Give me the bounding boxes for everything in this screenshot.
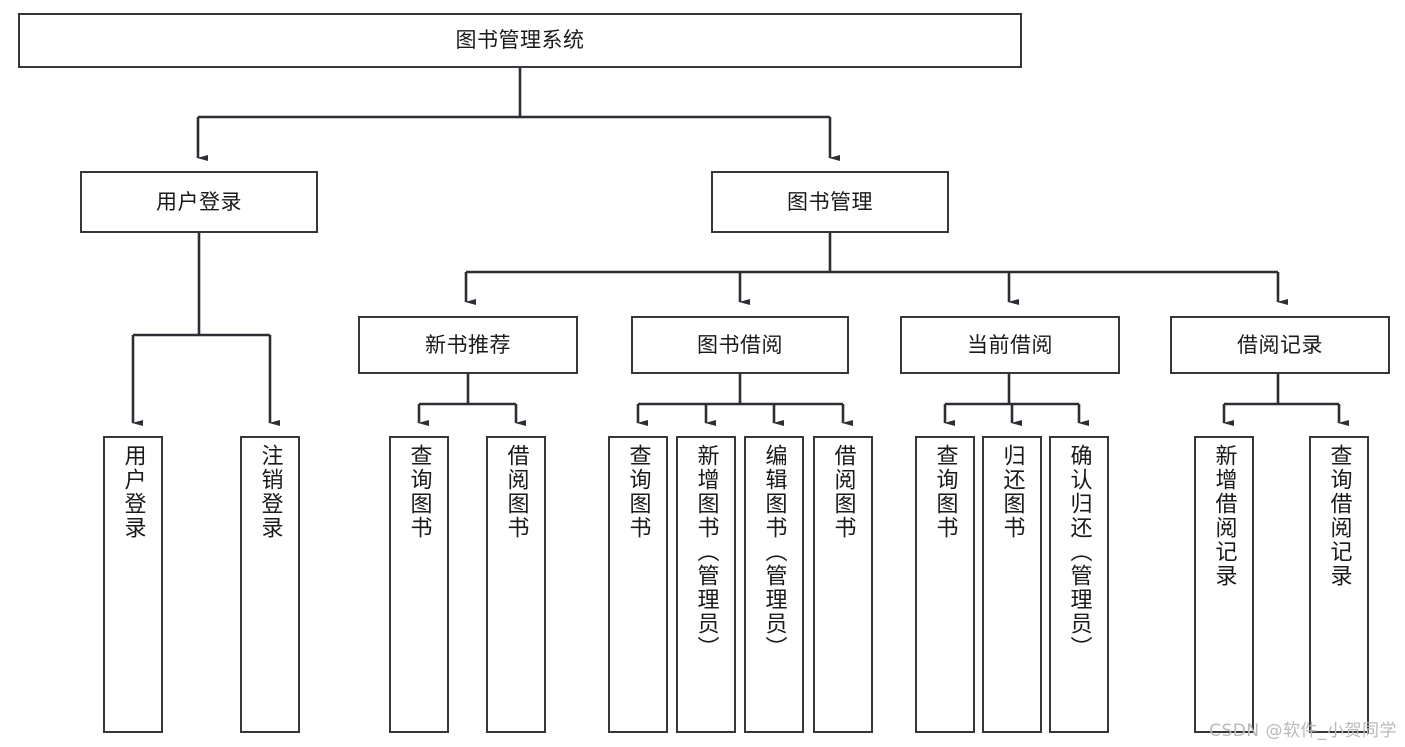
node-label: 查询借阅记录 [1326, 444, 1352, 588]
leaf-query-book-current[interactable]: 查询图书 [915, 436, 975, 733]
leaf-user-login[interactable]: 用户登录 [103, 436, 163, 733]
leaf-borrow-book[interactable]: 借阅图书 [813, 436, 873, 733]
node-book-borrow[interactable]: 图书借阅 [631, 316, 849, 374]
node-label: 查询图书 [406, 444, 432, 540]
node-root-system[interactable]: 图书管理系统 [18, 13, 1022, 68]
node-label: 借阅记录 [1237, 332, 1323, 357]
leaf-add-book-admin[interactable]: 新增图书（管理员） [676, 436, 736, 733]
node-label: 归还图书 [999, 444, 1025, 540]
node-label: 查询图书 [625, 444, 651, 540]
node-label: 用户登录 [120, 444, 146, 540]
node-label: 新增借阅记录 [1211, 444, 1237, 588]
node-label: 用户登录 [156, 189, 242, 214]
node-label: 新增图书（管理员） [693, 444, 719, 660]
node-label: 确认归还（管理员） [1066, 444, 1092, 660]
node-borrow-record[interactable]: 借阅记录 [1170, 316, 1390, 374]
leaf-query-borrow-record[interactable]: 查询借阅记录 [1309, 436, 1369, 733]
node-label: 编辑图书（管理员） [761, 444, 787, 660]
node-current-borrow[interactable]: 当前借阅 [900, 316, 1120, 374]
leaf-add-borrow-record[interactable]: 新增借阅记录 [1194, 436, 1254, 733]
leaf-query-book-borrow[interactable]: 查询图书 [608, 436, 668, 733]
node-new-book-recommend[interactable]: 新书推荐 [358, 316, 578, 374]
leaf-borrow-book-recommend[interactable]: 借阅图书 [486, 436, 546, 733]
node-user-login[interactable]: 用户登录 [80, 171, 318, 233]
leaf-query-book-recommend[interactable]: 查询图书 [389, 436, 449, 733]
leaf-user-logout[interactable]: 注销登录 [240, 436, 300, 733]
leaf-edit-book-admin[interactable]: 编辑图书（管理员） [744, 436, 804, 733]
node-label: 借阅图书 [503, 444, 529, 540]
leaf-return-book[interactable]: 归还图书 [982, 436, 1042, 733]
node-label: 查询图书 [932, 444, 958, 540]
node-label: 当前借阅 [967, 332, 1053, 357]
node-label: 注销登录 [257, 444, 283, 540]
leaf-confirm-return-admin[interactable]: 确认归还（管理员） [1049, 436, 1109, 733]
node-label: 图书管理 [787, 189, 873, 214]
watermark-text: CSDN @软件_小贺同学 [1209, 721, 1397, 741]
node-label: 图书借阅 [697, 332, 783, 357]
node-label: 新书推荐 [425, 332, 511, 357]
node-label: 借阅图书 [830, 444, 856, 540]
node-book-management[interactable]: 图书管理 [711, 171, 949, 233]
node-label: 图书管理系统 [455, 28, 585, 53]
